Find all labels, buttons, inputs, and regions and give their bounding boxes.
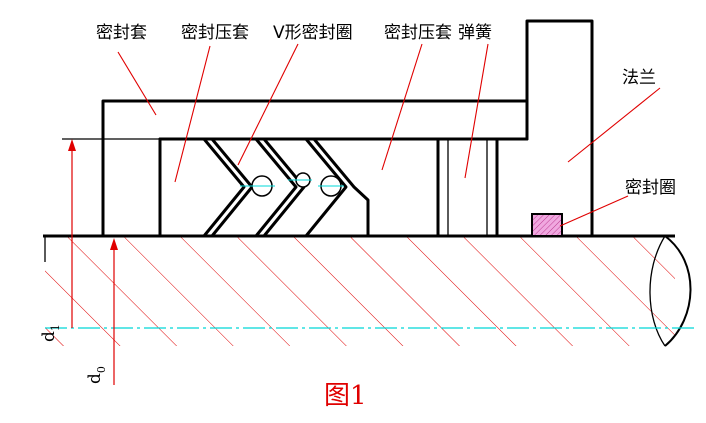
label-v-ring: V形密封圈 xyxy=(273,23,353,43)
seal-gland-left xyxy=(158,137,246,238)
flange xyxy=(495,19,594,238)
label-flange: 法兰 xyxy=(622,68,656,88)
o-ring xyxy=(531,213,563,237)
label-o-ring: 密封圈 xyxy=(625,178,676,198)
leader-lines xyxy=(117,43,661,227)
label-spring: 弹簧 xyxy=(458,23,492,43)
dimension-d1: d1 xyxy=(39,138,160,342)
figure-caption: 图1 xyxy=(324,381,367,411)
v-seal-rings xyxy=(210,137,348,238)
shaft xyxy=(43,234,695,347)
spring xyxy=(436,137,499,238)
dimension-d0: d0 xyxy=(85,238,118,385)
label-seal-sleeve: 密封套 xyxy=(96,23,147,43)
d1-label: d1 xyxy=(39,324,62,342)
label-seal-gland-2: 密封压套 xyxy=(384,23,452,43)
d0-label: d0 xyxy=(85,366,108,384)
label-seal-gland: 密封压套 xyxy=(181,23,249,43)
seal-sleeve xyxy=(101,99,529,238)
